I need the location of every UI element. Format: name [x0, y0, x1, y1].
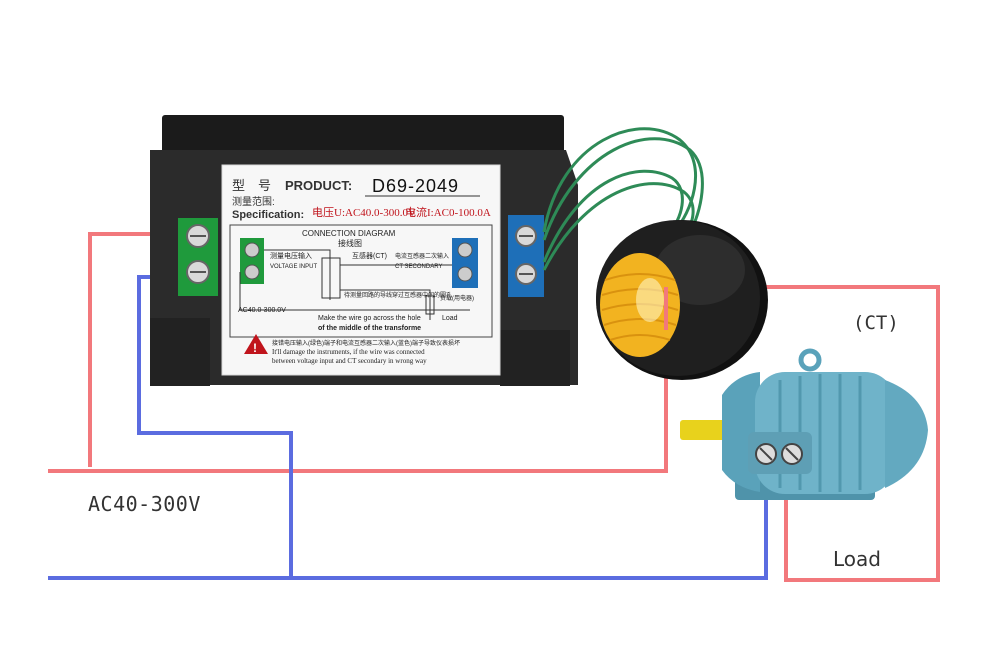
product-prefix: PRODUCT: [285, 178, 352, 193]
model-number: D69-2049 [372, 176, 459, 196]
neutral-wire-supply-run [48, 468, 768, 580]
transformer-cn: 互感器(CT) [352, 251, 387, 260]
warning-line2: between voltage input and CT secondary i… [272, 357, 427, 365]
ct-secondary-terminal [508, 215, 544, 297]
ct-secondary: CT SECONDARY [395, 264, 442, 270]
motor-shaft [680, 420, 726, 440]
ct-lead-wire [542, 169, 684, 263]
diagram-title: CONNECTION DIAGRAM [302, 229, 396, 238]
ct-winding [609, 334, 671, 341]
meter-bottom-flange-right [500, 330, 570, 386]
voltage-input-cn: 测量电压输入 [270, 251, 312, 260]
ct-hole [636, 278, 664, 322]
spec-prefix: Specification: [232, 209, 304, 221]
motor-terminal-slot [759, 447, 773, 461]
ct-winding [604, 273, 676, 281]
wire-through-line1: Make the wire go across the hole [318, 315, 421, 322]
ct-lead-wire [542, 182, 695, 271]
ct-label: (CT) [853, 312, 899, 334]
mini-screw [244, 264, 260, 280]
warning-cn: 接错电压输入(绿色)端子和电流互感器二次输入(蓝色)端子导致仪表损坏 [272, 339, 460, 347]
diagram-ct-symbol [321, 257, 341, 299]
meter-front-bezel [162, 115, 564, 155]
warning-line1: It'll damage the instruments, if the wir… [272, 348, 425, 356]
voltage-input: VOLTAGE INPUT [270, 264, 317, 270]
model-cn: 型 号 [232, 178, 271, 193]
current-spec: 电流I:AC0-100.0A [405, 205, 491, 219]
diagram-line [264, 249, 331, 300]
warning-triangle-icon [244, 334, 268, 354]
motor-rear-cap [885, 380, 928, 488]
load-label: Load [833, 547, 881, 571]
voltage-range: AC40.0-300.0V [238, 307, 286, 314]
ct-winding [603, 318, 677, 326]
diagram-line [340, 289, 431, 320]
meter-bottom-flange [150, 318, 210, 386]
load-text: Load [442, 315, 458, 322]
live-wire-load-loop [666, 285, 940, 582]
diagram-title-cn: 接线图 [338, 238, 362, 248]
warning-mark: ! [253, 341, 257, 355]
motor-lifting-eye [798, 348, 822, 372]
ct-lead-wires [542, 127, 704, 271]
diagram-line [239, 272, 470, 311]
ct-secondary-cn: 电流互感器二次输入 [395, 252, 449, 260]
panel-meter: 型 号 PRODUCT: D69-2049 测量范围: Specificatio… [150, 115, 578, 386]
motor-terminal-slot [785, 447, 799, 461]
current-transformer [596, 220, 768, 380]
voltage-spec: 电压U:AC40.0-300.0V [312, 206, 416, 219]
wire-through-cn: 待测量回路的导线穿过互感器中间的圆孔 [344, 291, 452, 299]
motor-load [680, 348, 928, 500]
wire-through-line2: of the middle of the transforme [318, 325, 421, 332]
voltage-input-terminal [178, 218, 218, 296]
load-cn: 负载(用电器) [440, 294, 474, 302]
mini-screw [457, 266, 473, 282]
ct-lead-wire [542, 137, 704, 241]
diagram-load-symbol [425, 295, 435, 315]
connection-diagram-box [229, 224, 493, 338]
mini-screw [244, 242, 260, 258]
diagram-lines [239, 249, 470, 320]
supply-voltage-label: AC40-300V [88, 492, 201, 516]
range-cn: 测量范围: [232, 195, 275, 208]
mini-screw [457, 242, 473, 258]
